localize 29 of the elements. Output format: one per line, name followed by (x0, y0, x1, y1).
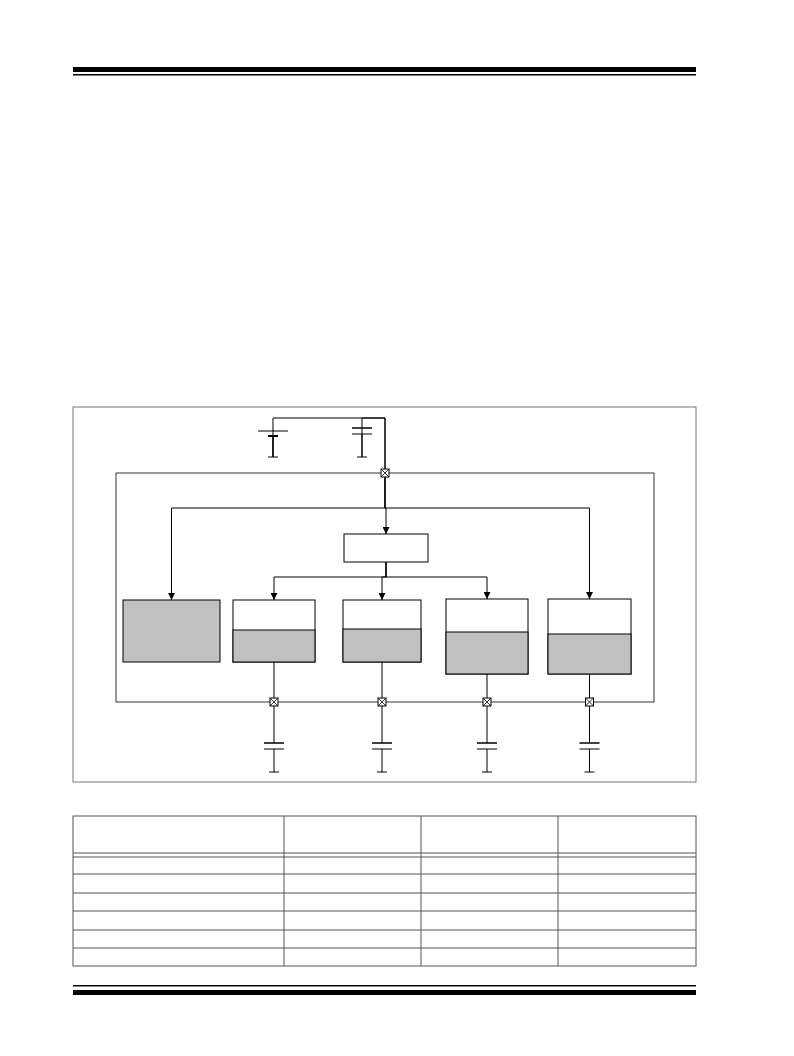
arrow (385, 561, 491, 600)
split-block (547, 598, 632, 675)
wire (381, 705, 383, 744)
wire (381, 661, 383, 699)
capacitor-symbol (263, 742, 285, 773)
wire (486, 673, 488, 699)
split-block (232, 599, 316, 663)
wire (361, 417, 386, 470)
shaded-block (122, 599, 221, 663)
pin-terminal (585, 697, 594, 707)
arrow (384, 476, 593, 600)
capacitor-symbol (578, 742, 601, 773)
wire (589, 673, 590, 699)
split-block (445, 598, 529, 675)
pin-terminal (377, 697, 387, 707)
capacitor-symbol (351, 427, 373, 458)
pin-terminal (380, 468, 390, 478)
chip-outline (115, 472, 655, 703)
capacitor-symbol (476, 742, 498, 773)
block-box (343, 533, 429, 563)
pin-terminal (269, 697, 279, 707)
wire (589, 705, 590, 744)
battery-symbol (257, 430, 289, 458)
split-block (342, 599, 422, 663)
wire (486, 705, 488, 744)
wire (273, 705, 275, 744)
wire (273, 661, 275, 699)
pin-terminal (482, 697, 492, 707)
capacitor-symbol (371, 742, 393, 773)
